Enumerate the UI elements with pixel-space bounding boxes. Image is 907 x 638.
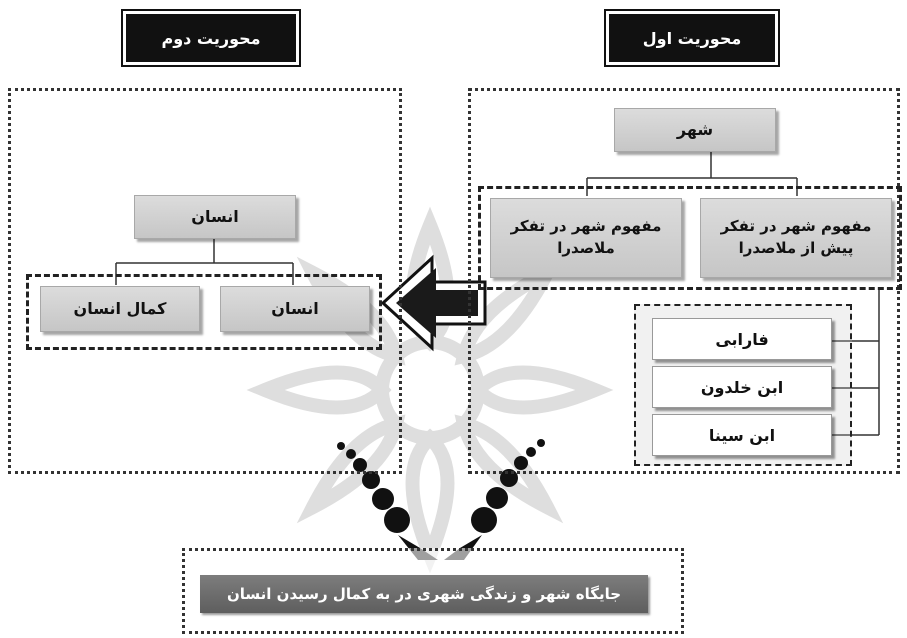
- axis-two-panel: [8, 88, 402, 474]
- converging-beads-icon: [337, 439, 545, 560]
- axis-one-panel: [468, 88, 900, 474]
- axis-two-branch-right-label: انسان: [271, 299, 319, 319]
- axis-two-branch-right: انسان: [220, 286, 370, 332]
- axis-two-branch-left-label: کمال انسان: [73, 299, 167, 319]
- axis-one-branch-right: مفهوم شهر در تفکر پیش از ملاصدرا: [700, 198, 892, 278]
- thinker-label: فارابی: [715, 329, 769, 349]
- axis-one-header: محوریت اول: [609, 14, 775, 62]
- conclusion-bar: جایگاه شهر و زندگی شهری در به کمال رسیدن…: [200, 575, 648, 613]
- axis-one-branch-group: [478, 186, 902, 290]
- axis-two-connectors: [115, 237, 294, 285]
- axis-two-root-label: انسان: [191, 207, 239, 227]
- thinker-label: ابن خلدون: [700, 377, 784, 397]
- axis-two-header-label: محوریت دوم: [161, 28, 261, 48]
- axis-one-branch-left-label: مفهوم شهر در تفکر ملاصدرا: [510, 217, 662, 257]
- axis-one-branch-right-label: مفهوم شهر در تفکر پیش از ملاصدرا: [720, 217, 872, 257]
- thinker-label: ابن سینا: [708, 425, 776, 445]
- thinker-item: فارابی: [652, 318, 832, 360]
- axis-two-root-node: انسان: [134, 195, 296, 239]
- axis-one-root-label: شهر: [676, 120, 714, 140]
- thinker-item: ابن سینا: [652, 414, 832, 456]
- left-arrow-icon: [380, 254, 487, 352]
- conclusion-label: جایگاه شهر و زندگی شهری در به کمال رسیدن…: [226, 585, 622, 603]
- axis-one-root-node: شهر: [614, 108, 776, 152]
- thinker-item: ابن خلدون: [652, 366, 832, 408]
- axis-two-branch-group: [26, 274, 382, 350]
- axis-one-branch-left: مفهوم شهر در تفکر ملاصدرا: [490, 198, 682, 278]
- axis-two-header: محوریت دوم: [126, 14, 296, 62]
- axis-two-branch-left: کمال انسان: [40, 286, 200, 332]
- axis-one-header-label: محوریت اول: [642, 28, 742, 48]
